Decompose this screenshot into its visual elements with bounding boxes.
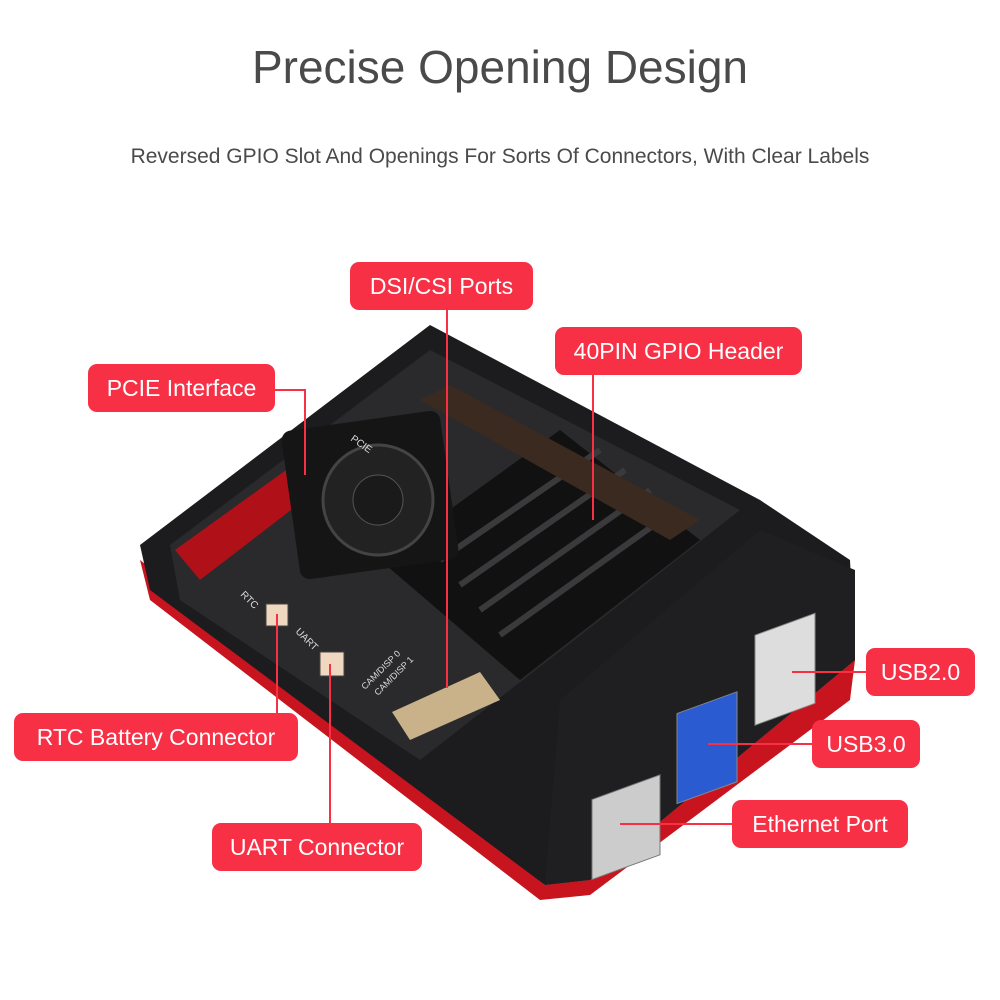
label-ethernet-port: Ethernet Port (732, 800, 908, 848)
usb2-ports (754, 612, 816, 726)
label-usb2: USB2.0 (866, 648, 975, 696)
usb3-ports (676, 691, 738, 805)
csi-ports (392, 672, 500, 740)
label-gpio-header: 40PIN GPIO Header (555, 327, 802, 375)
page-subtitle: Reversed GPIO Slot And Openings For Sort… (130, 145, 870, 168)
leader-lines (275, 310, 866, 825)
case-red-base (140, 560, 855, 900)
ethernet-port (591, 774, 661, 881)
label-usb3: USB3.0 (812, 720, 920, 768)
uart-connector (319, 651, 345, 677)
label-pcie-interface: PCIE Interface (88, 364, 275, 412)
label-dsi-csi-ports: DSI/CSI Ports (350, 262, 533, 310)
label-uart-connector: UART Connector (212, 823, 422, 871)
gpio-header (420, 385, 700, 540)
page-title: Precise Opening Design (251, 41, 749, 93)
label-rtc-battery-connector: RTC Battery Connector (14, 713, 298, 761)
